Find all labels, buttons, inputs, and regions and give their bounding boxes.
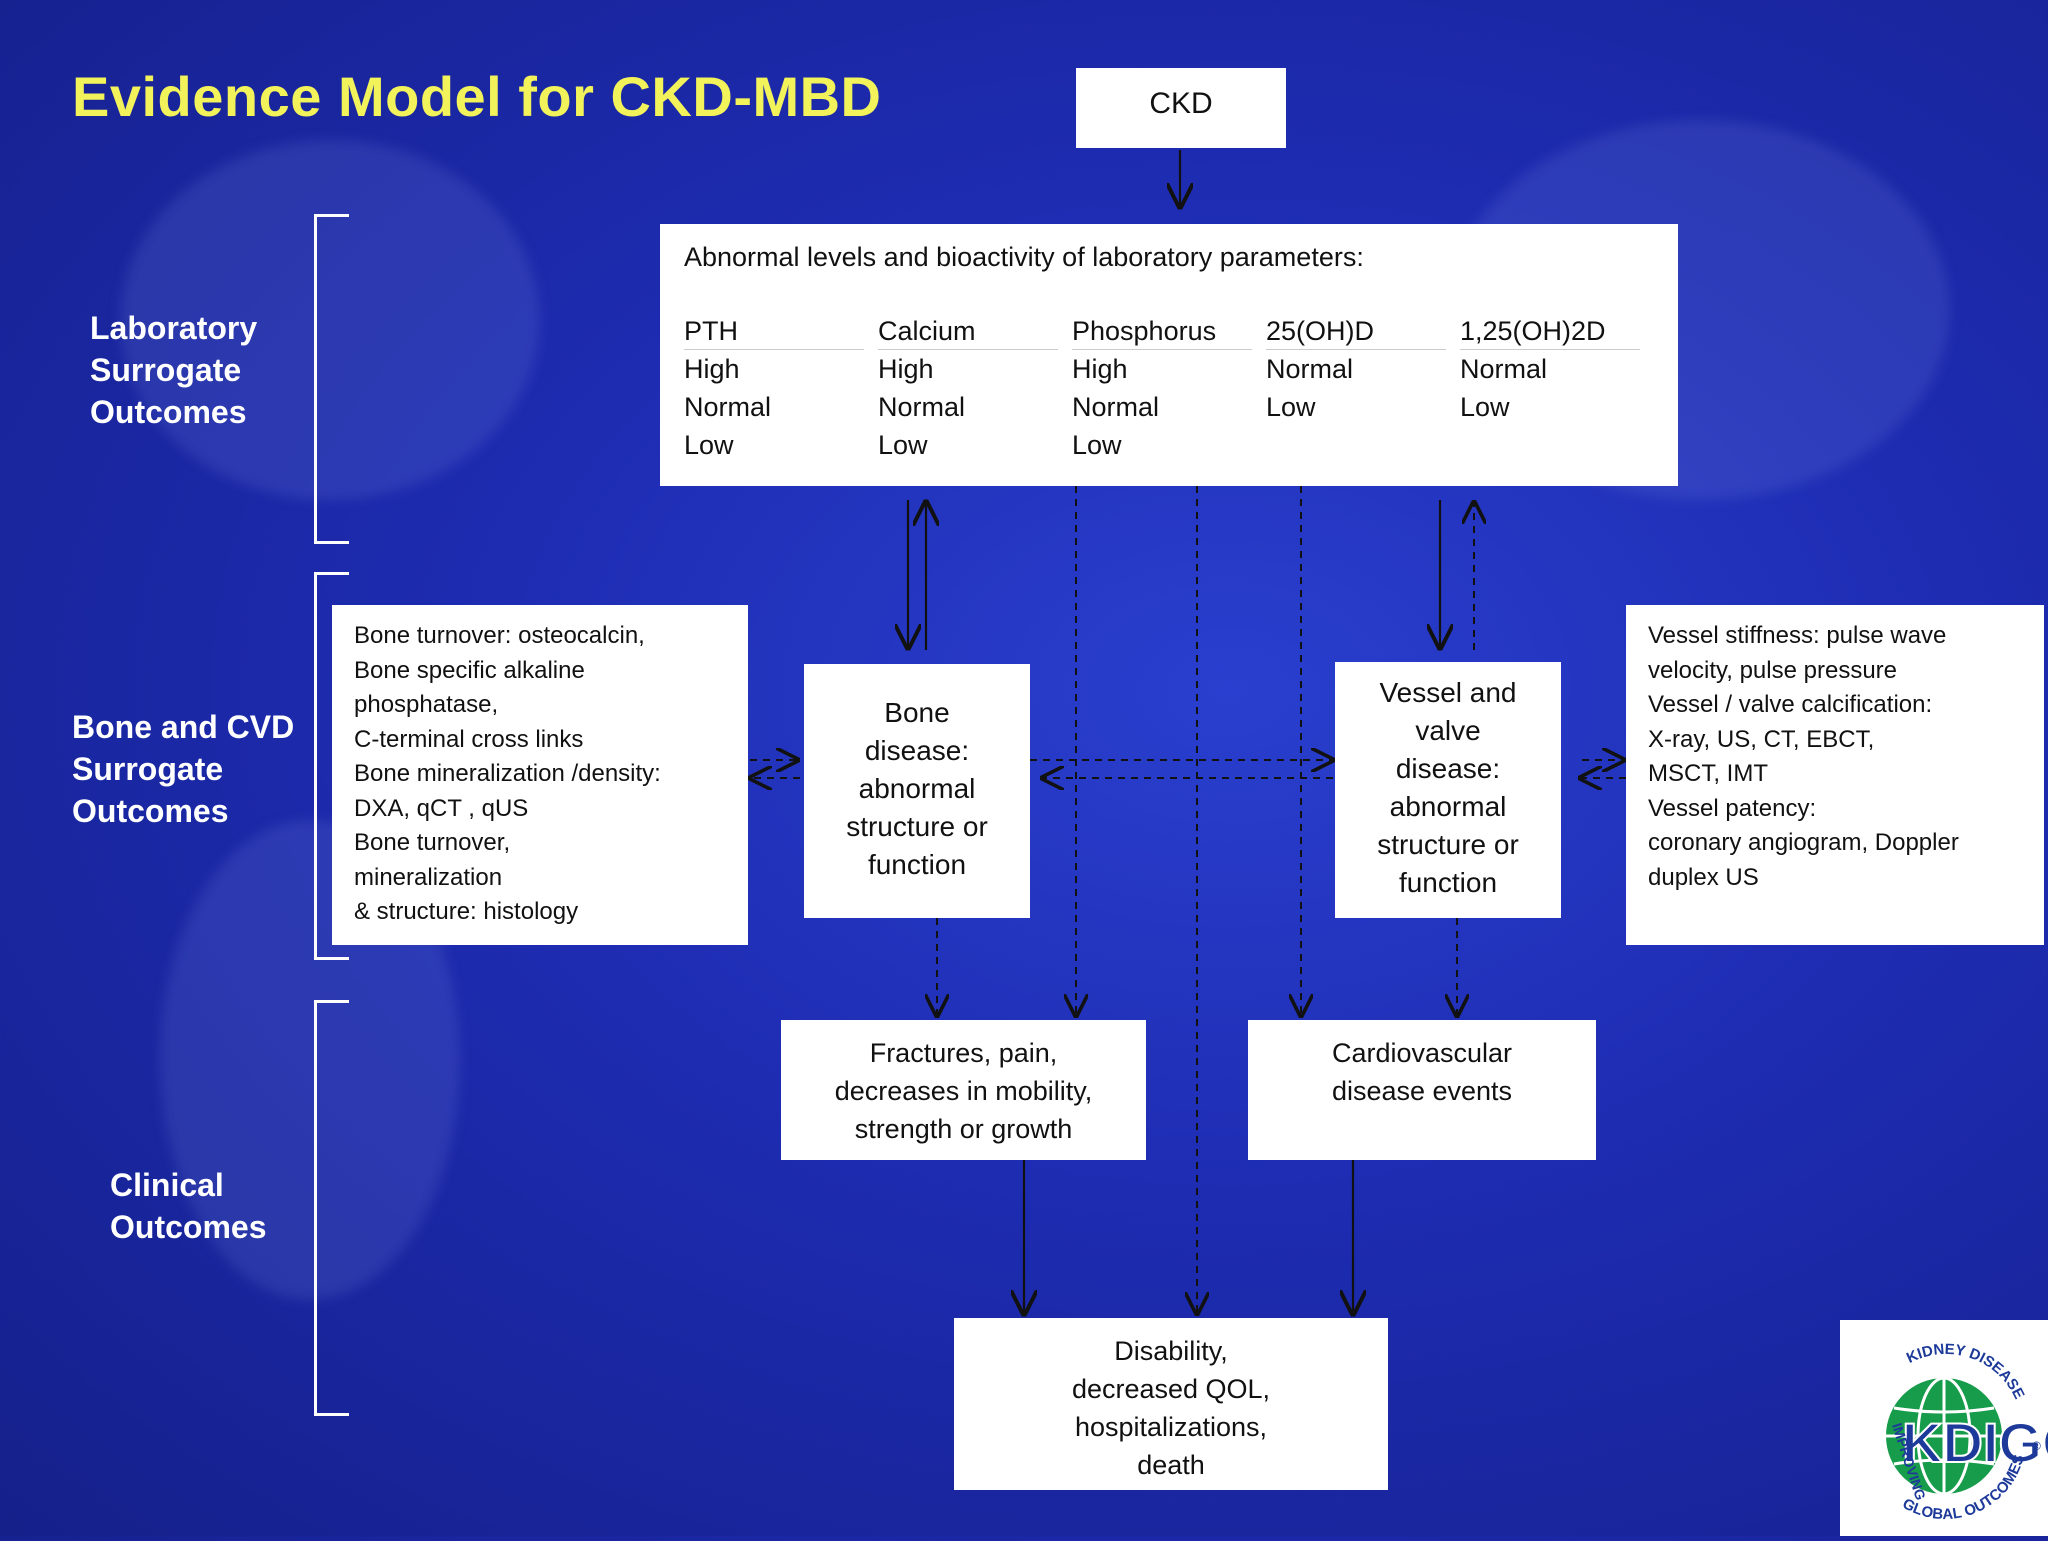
- kdigo-logo-graphic: KDIGO KIDNEY DISEASE IMPROVING GLOBAL OU…: [1886, 1341, 2048, 1523]
- svg-text:®: ®: [2032, 1439, 2041, 1453]
- lab-column-125oh2d: 1,25(OH)2D Normal Low: [1460, 313, 1654, 464]
- bracket-clinical: [314, 1000, 349, 1416]
- lab-column-25ohd: 25(OH)D Normal Low: [1266, 313, 1460, 464]
- fractures-box: Fractures, pain, decreases in mobility, …: [781, 1020, 1146, 1160]
- lab-heading: Abnormal levels and bioactivity of labor…: [684, 242, 1364, 272]
- cvd-events-box: Cardiovascular disease events: [1248, 1020, 1596, 1160]
- bone-measures-box: Bone turnover: osteocalcin, Bone specifi…: [332, 605, 748, 945]
- vessel-disease-box: Vessel and valve disease: abnormal struc…: [1335, 662, 1561, 918]
- map-texture: [120, 140, 540, 500]
- label-bone-cvd-outcomes: Bone and CVD Surrogate Outcomes: [72, 709, 295, 829]
- vessel-measures-box: Vessel stiffness: pulse wave velocity, p…: [1626, 605, 2044, 945]
- lab-column-pth: PTH High Normal Low: [684, 313, 878, 464]
- ckd-label: CKD: [1149, 87, 1213, 120]
- label-laboratory-outcomes: Laboratory Surrogate Outcomes: [90, 310, 258, 430]
- bracket-bone-cvd: [314, 572, 349, 960]
- lab-parameters-box: Abnormal levels and bioactivity of labor…: [660, 224, 1678, 486]
- lab-column-phosphorus: Phosphorus High Normal Low: [1072, 313, 1266, 464]
- lab-column-calcium: Calcium High Normal Low: [878, 313, 1072, 464]
- bracket-laboratory: [314, 214, 349, 544]
- bone-disease-box: Bone disease: abnormal structure or func…: [804, 664, 1030, 918]
- ckd-box: CKD: [1076, 68, 1286, 148]
- kdigo-logo: KDIGO KIDNEY DISEASE IMPROVING GLOBAL OU…: [1840, 1320, 2048, 1536]
- final-outcomes-box: Disability, decreased QOL, hospitalizati…: [954, 1318, 1388, 1490]
- page-title: Evidence Model for CKD-MBD: [72, 65, 882, 128]
- label-clinical-outcomes: Clinical Outcomes: [110, 1167, 267, 1245]
- svg-text:KDIGO: KDIGO: [1902, 1411, 2048, 1474]
